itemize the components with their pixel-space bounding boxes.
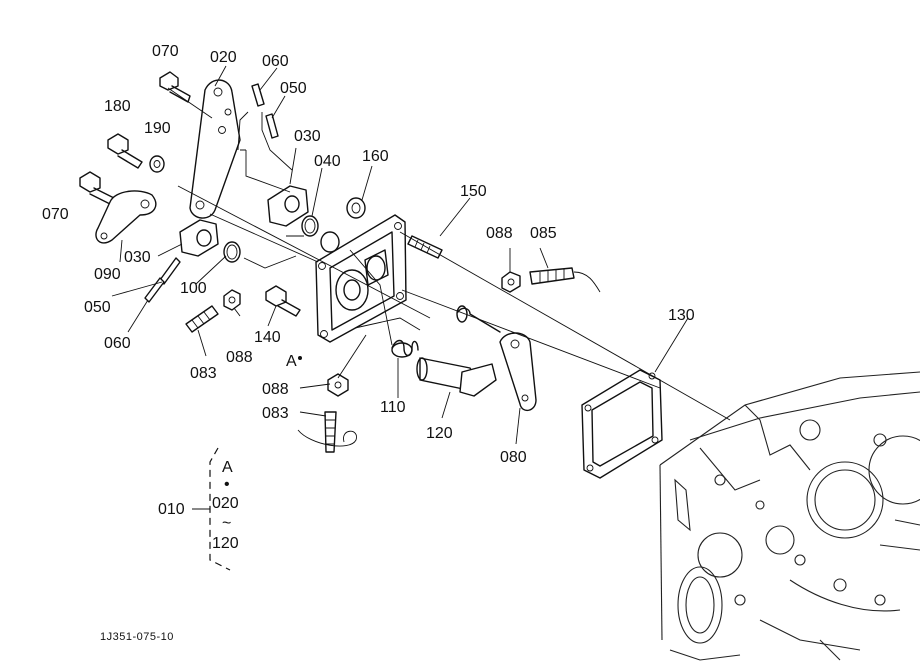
screw-085	[529, 267, 601, 293]
bolt-070-top	[159, 71, 191, 103]
nut-088-bottom	[327, 373, 349, 397]
label-050-top: 050	[280, 80, 307, 97]
drawing-id: 1J351-075-10	[100, 631, 174, 643]
label-060-top: 060	[262, 53, 289, 70]
shaft-120	[416, 357, 497, 397]
o-ring-100	[223, 241, 241, 263]
label-150: 150	[460, 183, 487, 200]
label-140: 140	[254, 329, 281, 346]
nut-088-right	[501, 271, 521, 293]
lever-020	[189, 79, 241, 219]
label-050-lower: 050	[84, 299, 111, 316]
legend-tilde: ~	[222, 515, 231, 532]
part-labels: 070 020 060 050 180 190 030 040 160 070 …	[42, 43, 695, 466]
label-A-ref: A	[286, 353, 297, 370]
label-083-bottom: 083	[262, 405, 289, 422]
spring-110	[391, 339, 419, 358]
label-040: 040	[314, 153, 341, 170]
label-060-lower: 060	[104, 335, 131, 352]
label-090: 090	[94, 266, 121, 283]
legend-from: 020	[212, 495, 239, 512]
label-100: 100	[180, 280, 207, 297]
ref-dot	[298, 356, 302, 360]
o-ring-040	[301, 215, 319, 237]
legend-to: 120	[212, 535, 239, 552]
legend-dot: •	[224, 476, 230, 493]
collar-160	[320, 197, 366, 253]
washer-190	[149, 155, 165, 173]
bolt-180	[107, 133, 143, 169]
gasket-130	[581, 369, 663, 479]
label-088-left: 088	[226, 349, 253, 366]
pin-050-top	[265, 113, 279, 139]
bolt-140	[265, 285, 301, 317]
label-030-top: 030	[294, 128, 321, 145]
block-030-top	[267, 185, 309, 227]
label-130: 130	[668, 307, 695, 324]
label-pointers	[111, 65, 689, 445]
label-085: 085	[530, 225, 557, 242]
screw-083-left	[185, 305, 219, 333]
pin-060-top	[251, 83, 265, 107]
leader-lines	[167, 87, 731, 421]
label-160: 160	[362, 148, 389, 165]
label-110: 110	[380, 399, 406, 416]
label-083-left: 083	[190, 365, 217, 382]
nut-088-left	[223, 289, 241, 311]
lever-080	[456, 305, 537, 411]
label-120: 120	[426, 425, 453, 442]
label-088-bottom: 088	[262, 381, 289, 398]
label-070-top: 070	[152, 43, 179, 60]
label-088-right: 088	[486, 225, 513, 242]
legend-assembly-number: 010	[158, 501, 185, 518]
label-190: 190	[144, 120, 171, 137]
legend-bracket	[209, 447, 231, 571]
block-030-lower	[179, 219, 219, 257]
label-070-left: 070	[42, 206, 69, 223]
bolt-070-left	[79, 171, 115, 205]
assembly-legend: 010 A • 020 ~ 120	[158, 447, 239, 571]
plate-090	[95, 190, 157, 244]
screw-083-bottom	[297, 411, 357, 453]
label-080: 080	[500, 449, 527, 466]
pin-060-lower	[144, 277, 165, 303]
label-030-lower: 030	[124, 249, 151, 266]
label-020: 020	[210, 49, 237, 66]
label-180: 180	[104, 98, 131, 115]
governor-cover	[315, 214, 407, 343]
legend-ref: A	[222, 459, 233, 476]
engine-block	[659, 371, 920, 661]
